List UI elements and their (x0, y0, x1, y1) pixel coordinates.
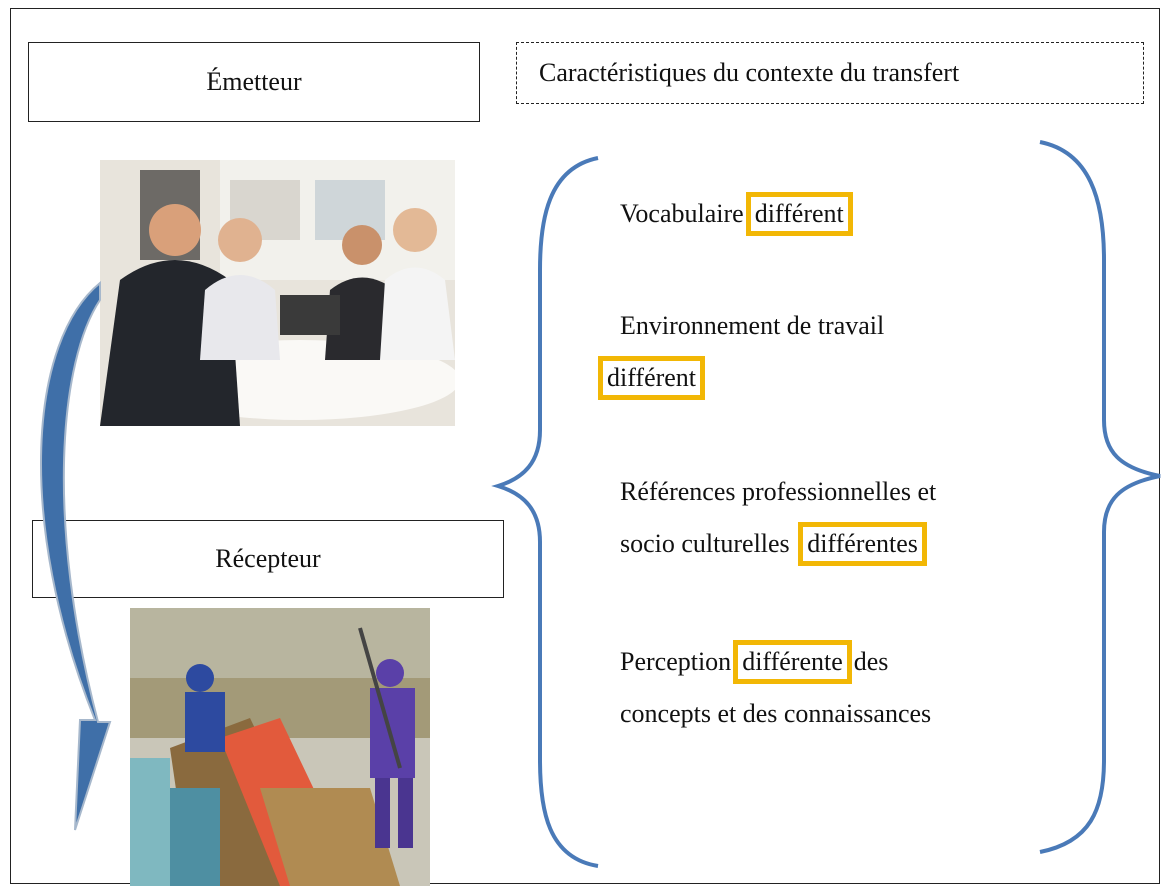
factory-workers-illustration (130, 608, 430, 886)
left-brace (491, 156, 599, 868)
receiver-box: Récepteur (32, 520, 504, 598)
emitter-box: Émetteur (28, 42, 480, 122)
highlight-box: différent (745, 192, 853, 236)
highlight-box: différentes (798, 522, 927, 566)
right-brace (1039, 140, 1161, 854)
highlight-box: différente (733, 640, 852, 684)
office-meeting-photo (100, 160, 455, 426)
context-title-box: Caractéristiques du contexte du transfer… (516, 42, 1144, 104)
context-title: Caractéristiques du contexte du transfer… (539, 58, 960, 87)
highlight-box: différent (598, 356, 706, 400)
emitter-label: Émetteur (206, 67, 302, 96)
item-references: Références professionnelles et socio cul… (620, 466, 936, 570)
curved-arrow-icon (40, 280, 112, 831)
item-environment: Environnement de travail différent (598, 300, 884, 404)
diagram-frame (10, 8, 1160, 884)
receiver-label: Récepteur (215, 544, 321, 573)
